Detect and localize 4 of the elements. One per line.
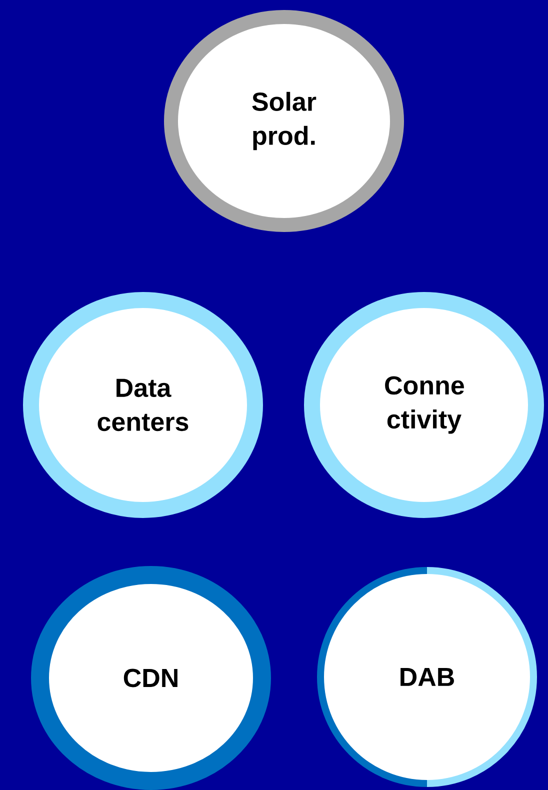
- circle-node: CDN: [31, 566, 271, 790]
- circle-node: DAB: [317, 567, 537, 787]
- circle-node: Solar prod.: [164, 10, 404, 232]
- circle-node: Conne ctivity: [304, 292, 544, 518]
